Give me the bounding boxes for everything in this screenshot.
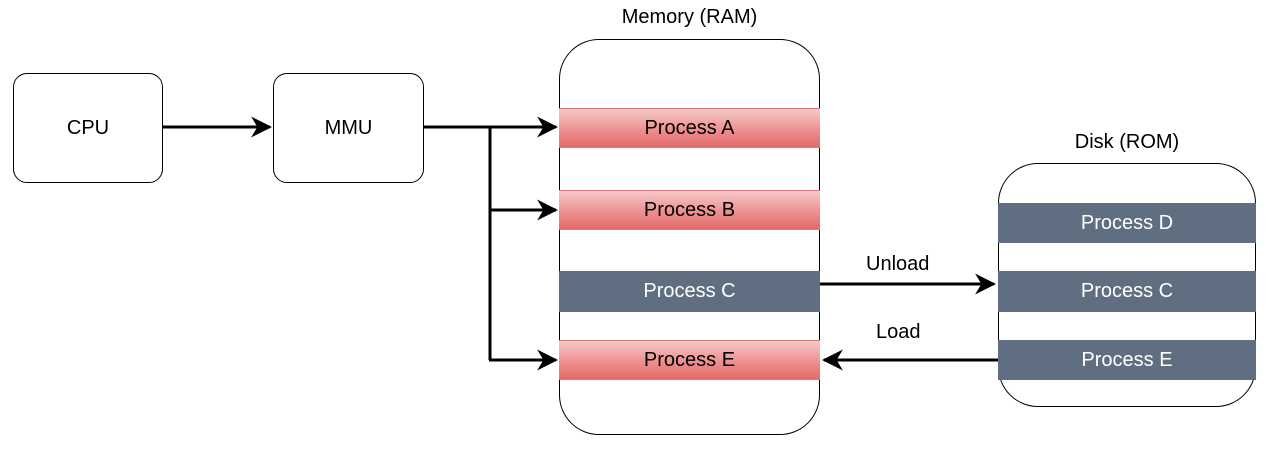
memory-process-a: Process A	[559, 108, 820, 148]
disk-process-c: Process C	[998, 271, 1256, 312]
unload-label: Unload	[866, 253, 930, 275]
mmu-node: MMU	[273, 73, 424, 183]
disk-title: Disk (ROM)	[1074, 131, 1180, 153]
load-label: Load	[876, 321, 921, 343]
cpu-label: CPU	[66, 116, 110, 139]
process-label: Process E	[643, 348, 736, 371]
memory-process-c: Process C	[559, 271, 820, 312]
process-label: Process E	[1081, 348, 1173, 371]
memory-process-b: Process B	[559, 190, 820, 230]
process-label: Process D	[1080, 211, 1174, 234]
process-label: Process C	[643, 280, 736, 302]
process-label: Process A	[644, 116, 735, 139]
memory-title: Memory (RAM)	[621, 6, 758, 28]
disk-process-e: Process E	[998, 340, 1256, 380]
cpu-node: CPU	[13, 73, 163, 183]
process-label: Process C	[1080, 280, 1174, 302]
memory-process-e: Process E	[559, 340, 820, 380]
process-label: Process B	[643, 198, 736, 221]
mmu-label: MMU	[324, 116, 373, 139]
disk-process-d: Process D	[998, 203, 1256, 243]
